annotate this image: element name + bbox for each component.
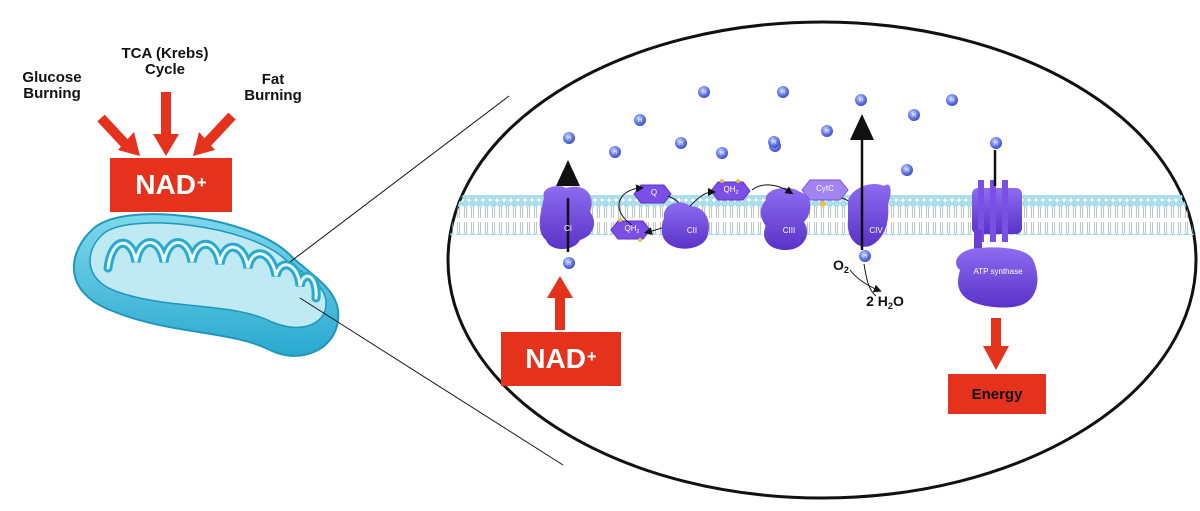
water-suffix: O bbox=[892, 293, 904, 309]
proton-sphere bbox=[768, 136, 780, 148]
tca-arrow bbox=[153, 92, 179, 156]
oxygen-label: O2 bbox=[826, 257, 856, 276]
nad-bottom-text: NAD bbox=[525, 343, 586, 374]
proton-sphere bbox=[821, 125, 833, 137]
proton-label: H bbox=[859, 98, 863, 104]
glucose-arrow bbox=[97, 114, 140, 156]
proton-label: H bbox=[679, 141, 683, 147]
water-label: 2 H2O bbox=[850, 293, 920, 312]
proton-label: H bbox=[994, 141, 998, 147]
nad-box-bottom: NAD+ bbox=[501, 332, 621, 386]
proton-sphere bbox=[675, 137, 687, 149]
proton-sphere bbox=[634, 114, 646, 126]
qh2-left-label: QH2 bbox=[620, 224, 644, 235]
fat-burning-label: Fat Burning bbox=[244, 71, 302, 104]
fat-arrow bbox=[193, 112, 236, 156]
qh2-left-sub: 2 bbox=[636, 228, 640, 235]
proton-label: H bbox=[772, 140, 776, 146]
nad-top-text: NAD bbox=[135, 169, 196, 200]
qh2-right-sub: 2 bbox=[735, 189, 739, 196]
proton-label: H bbox=[613, 150, 617, 156]
proton-label: H bbox=[905, 168, 909, 174]
energy-text: Energy bbox=[971, 385, 1023, 403]
water-prefix: 2 H bbox=[866, 293, 888, 309]
nad-box-top: NAD+ bbox=[110, 158, 232, 212]
proton-sphere bbox=[609, 146, 621, 158]
complex-iv-label: CIV bbox=[869, 226, 883, 235]
proton-label: H bbox=[863, 254, 867, 260]
water-sub: 2 bbox=[887, 301, 893, 312]
zoom-line-bottom bbox=[299, 297, 564, 466]
proton-sphere bbox=[563, 257, 575, 269]
zoom-line-top bbox=[289, 95, 510, 263]
nad-top-sup: + bbox=[196, 173, 207, 193]
complex-i-label: CI bbox=[564, 224, 572, 233]
proton-group: HHHHHHHHHHHHHHHHH bbox=[563, 86, 1002, 269]
proton-label: H bbox=[702, 90, 706, 96]
nad-bottom-sup: + bbox=[586, 347, 597, 367]
oxygen-text: O bbox=[833, 257, 844, 273]
energy-arrow-down bbox=[983, 318, 1009, 370]
mitochondrion bbox=[73, 213, 340, 357]
glucose-burning-label: Glucose Burning bbox=[22, 69, 82, 102]
complex-i bbox=[539, 160, 595, 252]
complex-ii bbox=[661, 188, 716, 249]
proton-label: H bbox=[781, 90, 785, 96]
atp-synthase bbox=[956, 150, 1038, 308]
q-shuttle bbox=[610, 179, 751, 242]
proton-label: H bbox=[950, 98, 954, 104]
proton-label: H bbox=[912, 113, 916, 119]
complex-iii bbox=[751, 184, 811, 250]
qh2-right-label: QH2 bbox=[719, 185, 743, 196]
proton-sphere bbox=[563, 132, 575, 144]
proton-label: H bbox=[638, 118, 642, 124]
cytc-label: CytC bbox=[816, 184, 834, 193]
tca-cycle-label: TCA (Krebs) Cycle bbox=[121, 45, 209, 78]
proton-label: H bbox=[567, 261, 571, 267]
proton-sphere bbox=[855, 94, 867, 106]
nad-arrow-up bbox=[547, 276, 573, 330]
proton-sphere bbox=[946, 94, 958, 106]
qh2-right-text: QH bbox=[723, 185, 736, 194]
proton-sphere bbox=[990, 137, 1002, 149]
complex-iv bbox=[847, 114, 891, 297]
proton-sphere bbox=[716, 147, 728, 159]
oxygen-sub: 2 bbox=[843, 265, 849, 276]
proton-sphere bbox=[777, 86, 789, 98]
qh2-left-text: QH bbox=[624, 224, 637, 233]
proton-sphere bbox=[859, 250, 871, 262]
proton-label: H bbox=[567, 136, 571, 142]
atp-synthase-label: ATP synthase bbox=[973, 267, 1023, 276]
q-label: Q bbox=[650, 188, 658, 197]
proton-label: H bbox=[825, 129, 829, 135]
complex-ii-label: CII bbox=[686, 226, 698, 235]
proton-sphere bbox=[901, 164, 913, 176]
proton-sphere bbox=[908, 109, 920, 121]
zoom-oval bbox=[446, 20, 1198, 500]
proton-sphere bbox=[698, 86, 710, 98]
complex-iii-label: CIII bbox=[782, 226, 796, 235]
energy-box: Energy bbox=[948, 374, 1046, 414]
proton-label: H bbox=[720, 151, 724, 157]
